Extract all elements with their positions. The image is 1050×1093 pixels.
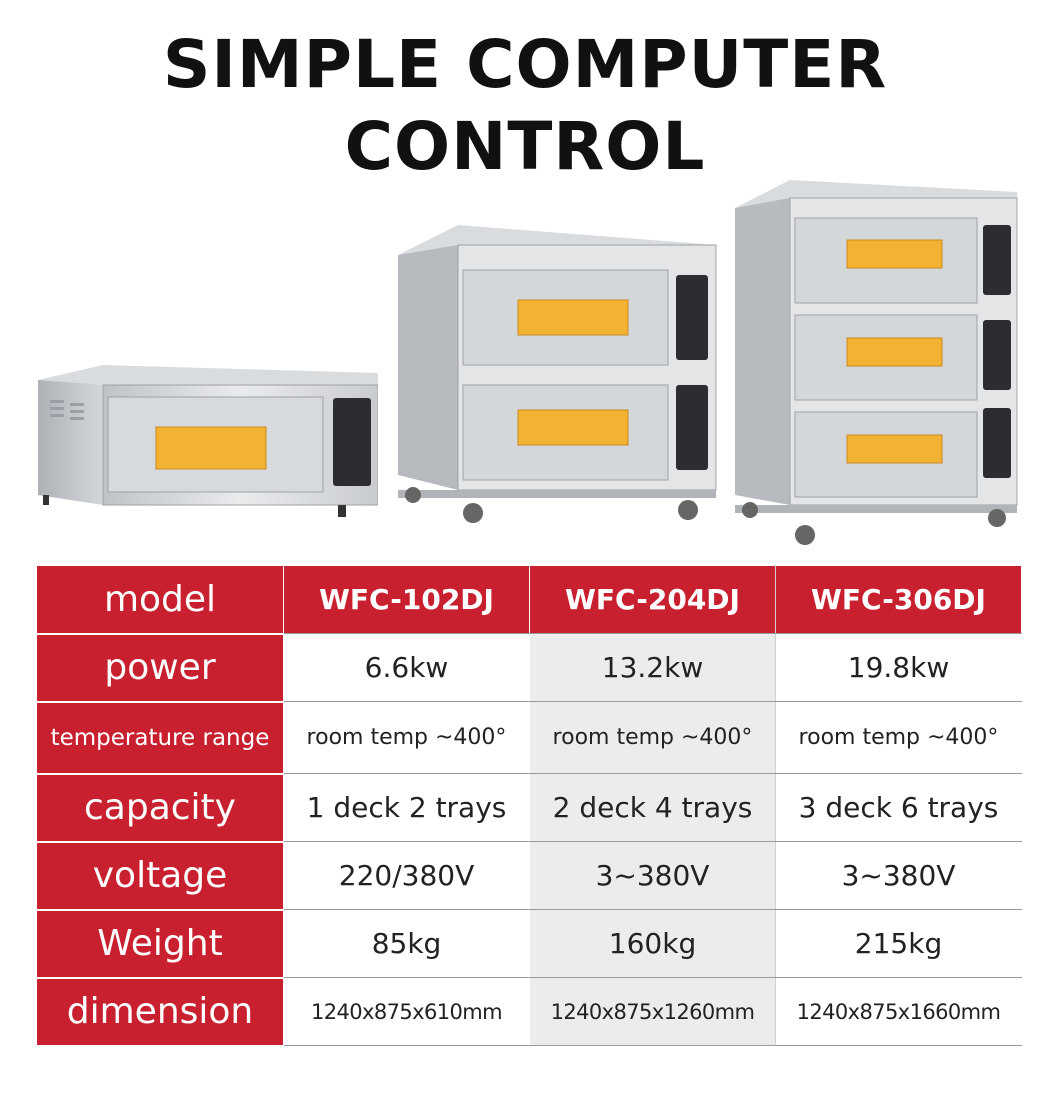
model-cell-2: WFC-204DJ — [529, 565, 776, 634]
row-label-power: power — [36, 633, 284, 703]
table-row-capacity: capacity 1 deck 2 trays 2 deck 4 trays 3… — [36, 773, 1022, 843]
temperature-cell-1: room temp ~400° — [283, 701, 530, 774]
temperature-cell-2: room temp ~400° — [529, 701, 776, 774]
temperature-cell-3: room temp ~400° — [775, 701, 1022, 774]
capacity-cell-1: 1 deck 2 trays — [283, 773, 530, 842]
model-cell-1: WFC-102DJ — [283, 565, 530, 634]
power-cell-3: 19.8kw — [775, 633, 1022, 702]
weight-cell-1: 85kg — [283, 909, 530, 978]
model-cell-3: WFC-306DJ — [775, 565, 1022, 634]
title-line-2: CONTROL — [344, 108, 706, 185]
title-line-1: SIMPLE COMPUTER — [162, 26, 888, 103]
oven-images — [0, 180, 1050, 560]
table-row-power: power 6.6kw 13.2kw 19.8kw — [36, 633, 1022, 703]
power-cell-2: 13.2kw — [529, 633, 776, 702]
row-label-weight: Weight — [36, 909, 284, 979]
row-label-voltage: voltage — [36, 841, 284, 911]
dimension-cell-1: 1240x875x610mm — [283, 977, 530, 1046]
page-title: SIMPLE COMPUTER CONTROL — [0, 24, 1050, 188]
row-label-capacity: capacity — [36, 773, 284, 843]
table-row-temperature: temperature range room temp ~400° room t… — [36, 701, 1022, 775]
table-row-dimension: dimension 1240x875x610mm 1240x875x1260mm… — [36, 977, 1022, 1047]
oven-image-2-deck — [398, 225, 718, 525]
capacity-cell-3: 3 deck 6 trays — [775, 773, 1022, 842]
table-row-voltage: voltage 220/380V 3~380V 3~380V — [36, 841, 1022, 911]
oven-image-3-deck — [735, 180, 1020, 550]
table-row-weight: Weight 85kg 160kg 215kg — [36, 909, 1022, 979]
table-row-model: model WFC-102DJ WFC-204DJ WFC-306DJ — [36, 565, 1022, 635]
dimension-cell-3: 1240x875x1660mm — [775, 977, 1022, 1046]
voltage-cell-1: 220/380V — [283, 841, 530, 910]
dimension-cell-2: 1240x875x1260mm — [529, 977, 776, 1046]
weight-cell-2: 160kg — [529, 909, 776, 978]
power-cell-1: 6.6kw — [283, 633, 530, 702]
capacity-cell-2: 2 deck 4 trays — [529, 773, 776, 842]
row-label-temperature-range: temperature range — [36, 701, 284, 775]
voltage-cell-3: 3~380V — [775, 841, 1022, 910]
spec-table: model WFC-102DJ WFC-204DJ WFC-306DJ powe… — [36, 565, 1022, 1047]
row-label-model: model — [36, 565, 284, 635]
voltage-cell-2: 3~380V — [529, 841, 776, 910]
row-label-dimension: dimension — [36, 977, 284, 1047]
weight-cell-3: 215kg — [775, 909, 1022, 978]
oven-image-1-deck — [38, 365, 378, 710]
